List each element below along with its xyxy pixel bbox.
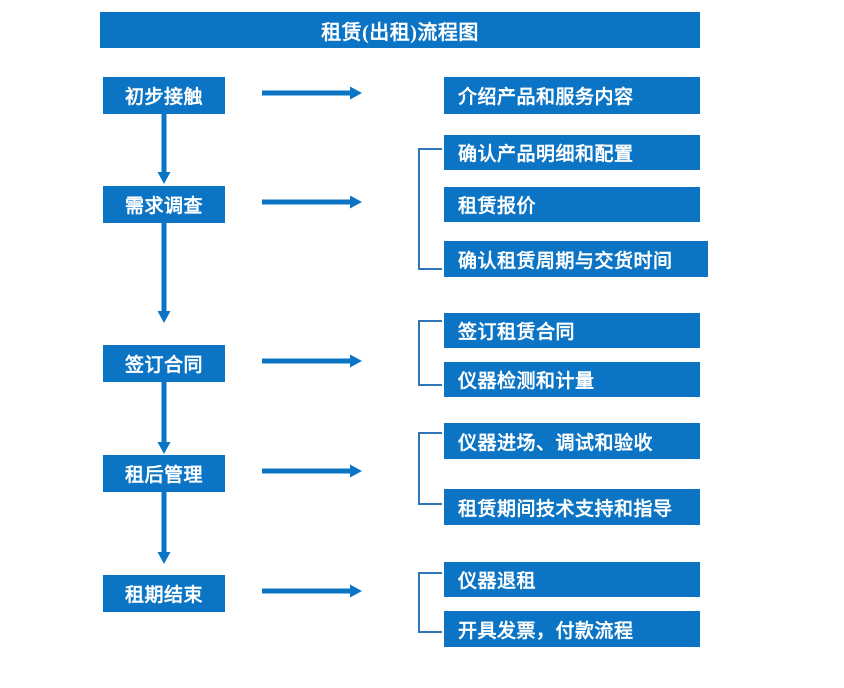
arrow-down-stage-2-to-3 [157,223,171,323]
task-box-5-2[interactable]: 开具发票，付款流程 [444,611,700,647]
bracket-stage-2 [418,148,442,270]
task-box-1-1[interactable]: 介绍产品和服务内容 [444,77,700,114]
arrow-down-stage-1-to-2 [157,114,171,184]
arrow-down-stage-3-to-4 [157,382,171,454]
stage-box-1[interactable]: 初步接触 [103,77,225,114]
page-title: 租赁(出租)流程图 [100,12,700,48]
task-box-2-2[interactable]: 租赁报价 [444,187,700,222]
bracket-stage-3 [418,320,442,386]
arrow-right-stage-5 [262,584,362,598]
task-box-4-2[interactable]: 租赁期间技术支持和指导 [444,489,700,525]
arrow-right-stage-3 [262,354,362,368]
stage-box-2[interactable]: 需求调查 [103,186,225,223]
arrow-down-stage-4-to-5 [157,492,171,564]
task-box-4-1[interactable]: 仪器进场、调试和验收 [444,423,700,459]
task-box-3-2[interactable]: 仪器检测和计量 [444,362,700,397]
task-box-2-3[interactable]: 确认租赁周期与交货时间 [444,241,708,277]
task-box-5-1[interactable]: 仪器退租 [444,562,700,597]
bracket-stage-4 [418,432,442,505]
arrow-right-stage-1 [262,86,362,100]
arrow-right-stage-4 [262,464,362,478]
stage-box-3[interactable]: 签订合同 [103,345,225,382]
task-box-3-1[interactable]: 签订租赁合同 [444,313,700,348]
bracket-stage-5 [418,572,442,633]
stage-box-4[interactable]: 租后管理 [103,455,225,492]
arrow-right-stage-2 [262,195,362,209]
task-box-2-1[interactable]: 确认产品明细和配置 [444,135,700,170]
stage-box-5[interactable]: 租期结束 [103,575,225,612]
